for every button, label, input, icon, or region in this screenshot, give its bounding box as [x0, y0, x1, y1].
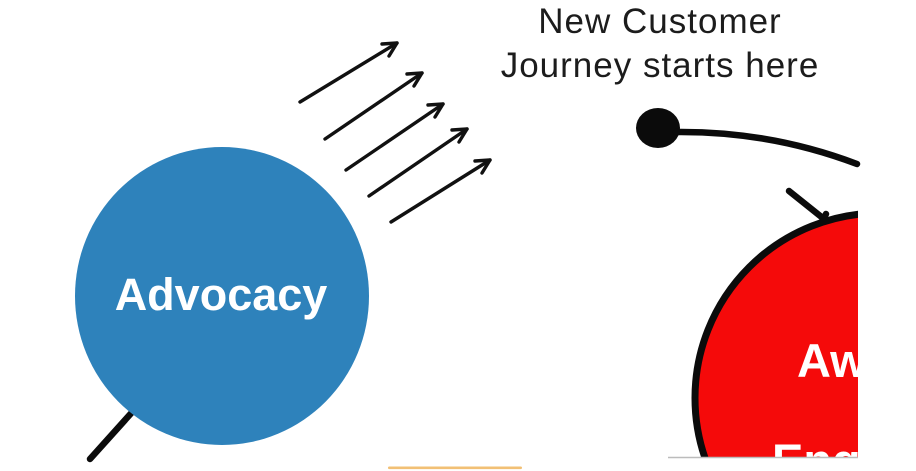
journey-curve [672, 128, 861, 168]
awareness-circle-group: Awareness Engagement [691, 210, 916, 471]
engagement-label: Engagement [772, 434, 916, 471]
heading: New Customer Journey starts here [440, 0, 880, 88]
up-right-arrow-icon [367, 127, 469, 198]
heading-line-2: Journey starts here [500, 46, 820, 85]
advocacy-label: Advocacy [115, 269, 328, 320]
awareness-label: Awareness [797, 334, 916, 387]
advocacy-circle [75, 147, 369, 445]
awareness-circle [691, 210, 858, 458]
journey-start-dot-icon [636, 108, 680, 148]
growth-arrows-icon [298, 41, 492, 224]
up-right-arrow-icon [344, 102, 445, 172]
up-right-arrow-icon [389, 158, 492, 224]
heading-line-1: New Customer [538, 2, 782, 41]
up-right-arrow-icon [298, 41, 399, 104]
accent-bar [388, 466, 522, 470]
up-right-arrow-icon [323, 71, 424, 141]
